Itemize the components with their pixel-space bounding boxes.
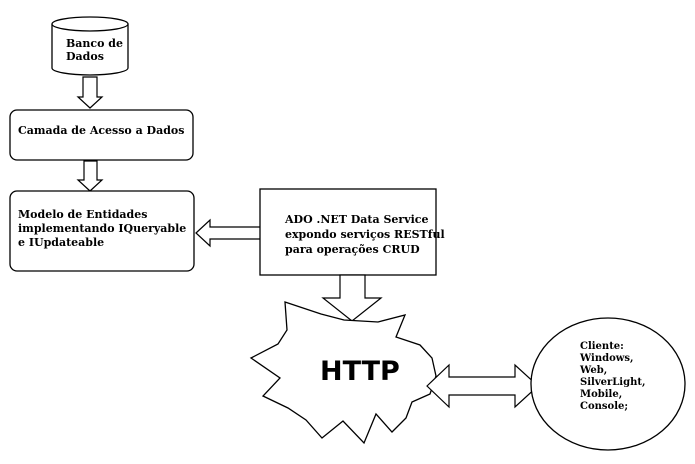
data-service-box <box>259 188 437 276</box>
entity-model-label-line2: implementando IQueryable <box>18 222 187 235</box>
data-access-box <box>9 109 194 161</box>
client-ellipse <box>530 317 686 451</box>
client-label-line: SilverLight, <box>580 377 646 388</box>
data-access-label-text: Camada de Acesso a Dados <box>18 124 185 137</box>
database-label-line2: Dados <box>66 50 104 63</box>
arrow-database-to-access <box>76 76 104 109</box>
arrow-http-client <box>426 363 539 409</box>
entity-model-label-line1: Modelo de Entidades <box>18 208 148 221</box>
client-label-line: Mobile, <box>580 389 623 400</box>
database-label: Banco de Dados <box>66 37 123 63</box>
client-label: Cliente: Windows, Web, SilverLight, Mobi… <box>580 341 645 413</box>
database-label-line1: Banco de <box>66 37 123 50</box>
client-label-line: Windows, <box>580 353 634 364</box>
data-access-label: Camada de Acesso a Dados <box>18 124 184 137</box>
data-service-label-line2: expondo serviços RESTful <box>285 228 445 241</box>
entity-model-label: Modelo de Entidades implementando IQuery… <box>18 208 186 250</box>
data-service-label-line1: ADO .NET Data Service <box>285 213 429 226</box>
arrow-access-to-entities <box>76 160 104 192</box>
database-cylinder <box>51 16 129 76</box>
entity-model-label-line3: e IUpdateable <box>18 236 105 249</box>
client-label-line: Cliente: <box>580 341 624 352</box>
http-starburst <box>249 301 437 445</box>
data-service-label-line3: para operações CRUD <box>285 243 420 256</box>
http-label: HTTP <box>320 356 400 387</box>
entity-model-box <box>9 190 195 272</box>
client-label-line: Console; <box>580 401 629 412</box>
arrow-service-to-http <box>321 274 383 322</box>
client-label-line: Web, <box>580 365 608 376</box>
data-service-label: ADO .NET Data Service expondo serviços R… <box>285 212 445 257</box>
